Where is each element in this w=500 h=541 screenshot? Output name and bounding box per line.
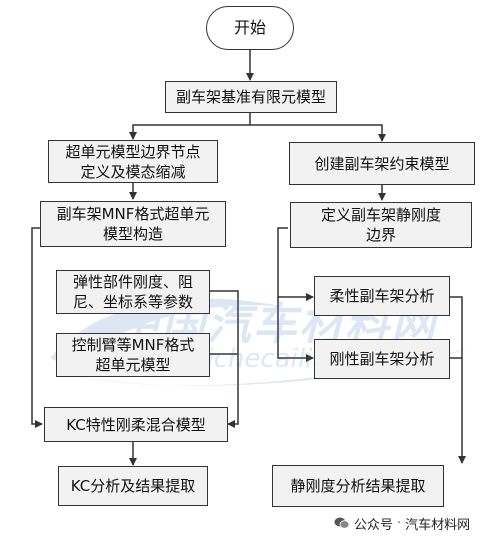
edge-base-left [129,113,251,140]
node-kc-hybrid: KC特性刚柔混合模型 [44,407,228,442]
edge-base-right [250,124,386,142]
footer-account: 汽车材料网 [405,517,471,533]
node-flexible-analysis: 柔性副车架分析 [314,276,450,316]
edge-boundary-flexible [277,227,314,301]
node-static-boundary: 定义副车架静刚度 边界 [290,202,472,248]
node-rigid-analysis: 刚性副车架分析 [314,339,450,379]
node-elastic-params: 弹性部件刚度、阻 尼、坐标系等参数 [56,270,210,314]
edge-boundary-rigid [277,297,314,362]
edge-flexible-result [450,296,466,464]
footer-separator: · [397,515,402,531]
node-control-arm-mnf: 控制臂等MNF格式 超单元模型 [56,333,210,377]
node-superelement-boundary: 超单元模型边界节点 定义及模态缩减 [48,140,218,183]
node-kc-analysis: KC分析及结果提取 [58,466,208,506]
wechat-icon [334,516,350,530]
edge-params-kc [210,290,239,428]
node-mnf-superelement: 副车架MNF格式超单元 模型构造 [40,201,226,247]
node-static-result: 静刚度分析结果提取 [272,465,444,507]
node-start: 开始 [206,6,294,50]
edge-mnf-kc [31,227,52,428]
node-base-model: 副车架基准有限元模型 [165,81,337,113]
footer-prefix: 公众号 [354,517,394,533]
wechat-footer: 公众号 · 汽车材料网 [330,512,475,534]
node-constraint-model: 创建副车架约束模型 [289,142,475,185]
